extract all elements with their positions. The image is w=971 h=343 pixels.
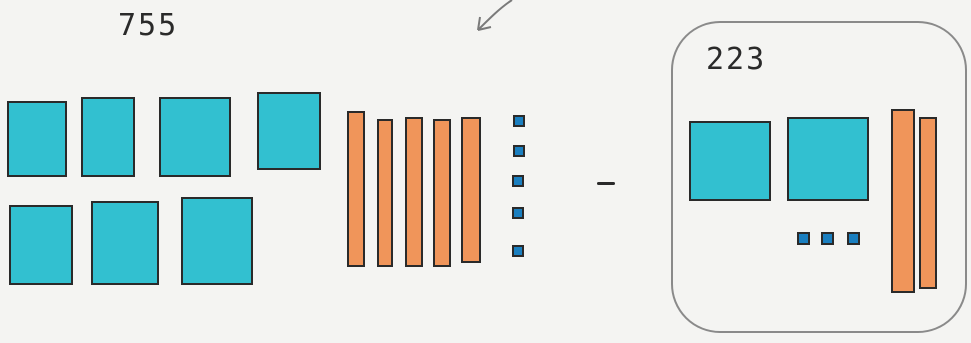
one-cube [822, 233, 833, 244]
ten-rod [920, 118, 936, 288]
hundred-block [82, 98, 134, 176]
hundred-block [690, 122, 770, 200]
right-number-label: 223 [706, 42, 766, 77]
hundred-block [10, 206, 72, 284]
minus-sign [597, 182, 615, 185]
ten-rod [378, 120, 392, 266]
hundred-block [160, 98, 230, 176]
ten-rod [348, 112, 364, 266]
one-cube [513, 246, 523, 256]
ten-rod [462, 118, 480, 262]
ten-rod [434, 120, 450, 266]
hundred-block [8, 102, 66, 176]
one-cube [513, 176, 523, 186]
ten-rod [406, 118, 422, 266]
one-cube [848, 233, 859, 244]
one-cube [798, 233, 809, 244]
one-cube [513, 208, 523, 218]
one-cube [514, 146, 524, 156]
hundred-block [258, 93, 320, 169]
curved-arrow-icon [478, 0, 512, 30]
ten-rod [892, 110, 914, 292]
hundred-block [788, 118, 868, 200]
left-number-label: 755 [118, 8, 178, 43]
hundred-block [182, 198, 252, 284]
hundred-block [92, 202, 158, 284]
one-cube [514, 116, 524, 126]
